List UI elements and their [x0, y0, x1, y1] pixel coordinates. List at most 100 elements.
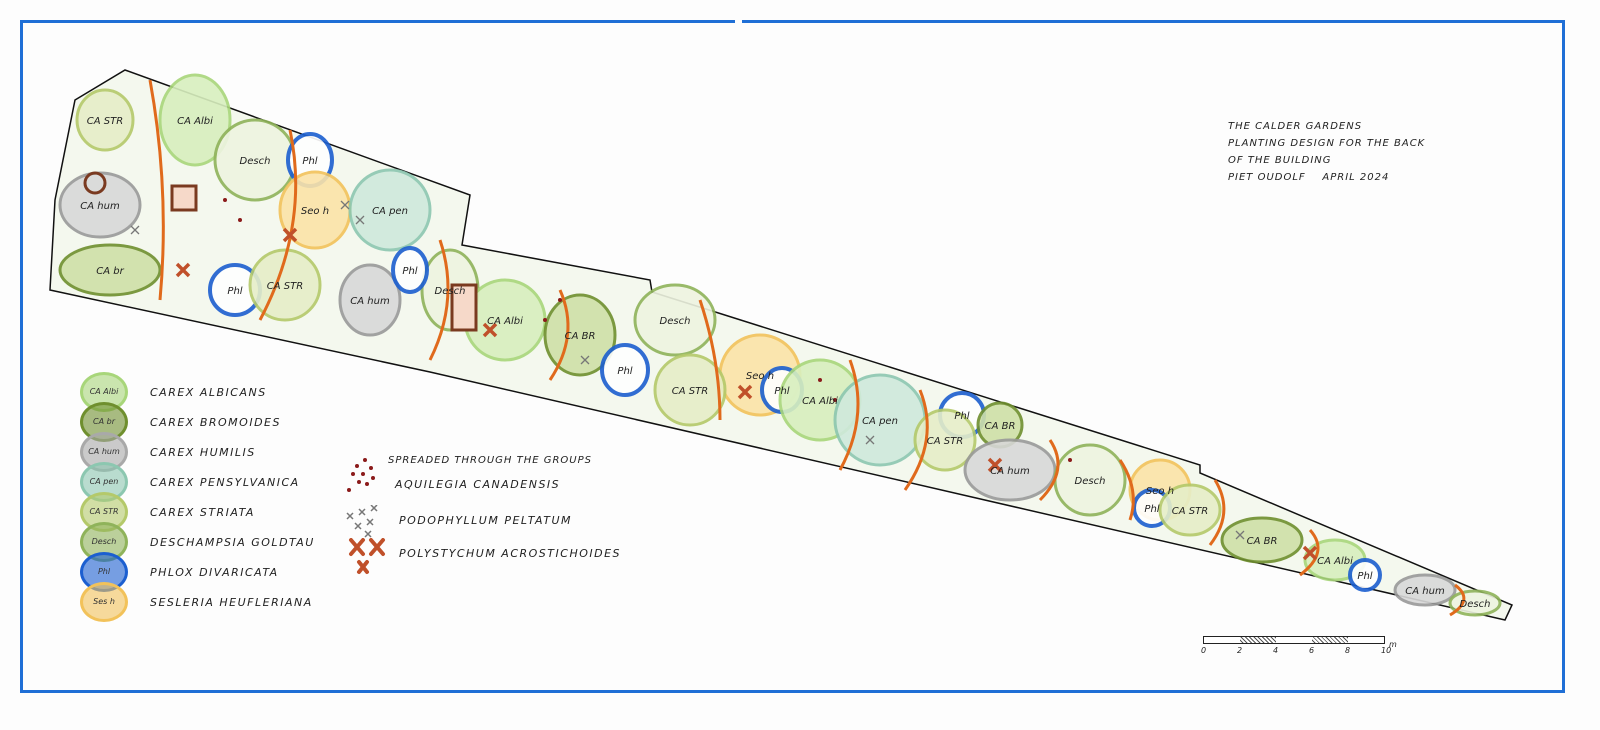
podophyllum-mark — [355, 215, 365, 225]
zone-shape — [913, 408, 977, 472]
legend-label: Carex pensylvanica — [150, 475, 300, 489]
aquilegia-dot — [223, 198, 227, 202]
legend-item: Ses h Sesleria heufleriana — [80, 582, 313, 622]
polystychum-mark — [482, 322, 498, 338]
zone-label: CA Albi — [487, 316, 523, 327]
zone-label: Seo h — [301, 206, 329, 217]
zone-label: CA STR — [672, 386, 708, 397]
zone-label: Phl — [302, 156, 317, 167]
zone-label: CA Albi — [1317, 556, 1353, 567]
zone-label: Phl — [774, 386, 789, 397]
zone-shape — [653, 353, 727, 427]
legend-label: Carex bromoides — [150, 415, 281, 429]
zone-label: Desch — [435, 286, 466, 297]
legend-polystychum: Polystychum acrostichoides — [345, 538, 622, 574]
date: April 2024 — [1322, 172, 1390, 183]
subtitle-line1: Planting design for the back — [1228, 138, 1426, 149]
zone-shape — [1348, 558, 1382, 592]
legend-label: Deschampsia Goldtau — [150, 535, 315, 549]
planter-box — [170, 184, 198, 212]
podophyllum-mark — [1235, 530, 1245, 540]
polystychum-mark — [737, 384, 753, 400]
zone-label: CA STR — [927, 436, 963, 447]
zone-label: Seo h — [746, 371, 774, 382]
edging-stroke — [1299, 529, 1320, 577]
legend-label: Carex striata — [150, 505, 255, 519]
zone-label: CA hum — [1405, 586, 1445, 597]
legend-label: Sesleria heufleriana — [150, 595, 313, 609]
zone-shape — [633, 283, 717, 357]
edging-stroke — [838, 359, 860, 471]
edging-stroke — [258, 129, 298, 321]
scale-tick-label: 0 — [1201, 646, 1207, 655]
zone-label: Phl — [402, 266, 417, 277]
zone-label: CA hum — [350, 296, 390, 307]
edging-stroke — [428, 239, 450, 361]
zone-shape — [600, 343, 650, 397]
author: Piet Oudolf — [1228, 172, 1306, 183]
legend-label: Carex humilis — [150, 445, 256, 459]
zone-label: Desch — [240, 156, 271, 167]
zone-label: CA STR — [267, 281, 303, 292]
scale-tick-label: 4 — [1273, 646, 1279, 655]
polystychum-mark — [987, 457, 1003, 473]
scale-tick-label: 2 — [1237, 646, 1243, 655]
polystychum-mark — [175, 262, 191, 278]
edging-stroke — [1208, 479, 1226, 546]
legend-swatch-icon: Ses h — [80, 582, 128, 622]
edging-stroke — [903, 389, 929, 491]
zone-label: CA STR — [1172, 506, 1208, 517]
subtitle-line2: of the building — [1228, 155, 1332, 166]
edging-stroke — [698, 299, 722, 421]
podophyllum-cross-icon — [345, 505, 393, 538]
frame-top-left — [20, 20, 735, 23]
title: The Calder Gardens — [1228, 121, 1363, 132]
legend-label: Aquilegia canadensis — [395, 477, 561, 491]
edging-stroke — [148, 79, 165, 301]
zone-label: Phl — [954, 411, 969, 422]
zone-shape — [348, 168, 432, 252]
zone-shape — [158, 73, 232, 167]
legend-label: Polystychum acrostichoides — [399, 546, 622, 560]
zone-label: Seo h — [1146, 486, 1174, 497]
zone-label: Phl — [617, 366, 632, 377]
zone-label: Phl — [1144, 504, 1159, 515]
zone-label: CA BR — [565, 331, 596, 342]
zone-label: Phl — [227, 286, 242, 297]
scale-tick-label: 8 — [1345, 646, 1351, 655]
zone-label: CA BR — [1247, 536, 1278, 547]
zone-label: Phl — [1357, 571, 1372, 582]
aquilegia-dots-icon — [345, 458, 393, 492]
aquilegia-dot — [238, 218, 242, 222]
aquilegia-dot — [543, 318, 547, 322]
title-block: The Calder Gardens Planting design for t… — [1228, 118, 1425, 186]
edging-stroke — [1038, 439, 1060, 502]
zone-label: Desch — [1460, 599, 1491, 610]
zone-label: CA br — [96, 266, 124, 277]
zone-label: CA Albi — [177, 116, 213, 127]
zone-label: CA hum — [990, 466, 1030, 477]
zone-shape — [1220, 516, 1304, 564]
zone-shape — [58, 243, 162, 297]
edging-stroke — [1118, 459, 1135, 521]
aquilegia-dot — [818, 378, 822, 382]
legend-label: Podophyllum peltatum — [399, 513, 572, 527]
scale-tick-label: 10 — [1381, 646, 1392, 655]
zone-label: CA BR — [985, 421, 1016, 432]
zone-label: CA pen — [372, 206, 408, 217]
zone-label: CA pen — [862, 416, 898, 427]
frame-left — [20, 20, 23, 693]
polystychum-cross-icon — [345, 538, 393, 574]
edging-stroke — [1449, 583, 1466, 617]
polystychum-mark — [1302, 545, 1318, 561]
scale-bar-graphic — [1203, 636, 1385, 644]
polystychum-mark — [282, 227, 298, 243]
aquilegia-dot — [833, 398, 837, 402]
marks-layer — [83, 79, 1466, 617]
legend-podophyllum: Podophyllum peltatum — [345, 505, 572, 538]
zone-shape — [1158, 483, 1222, 537]
planter-box — [450, 283, 478, 332]
